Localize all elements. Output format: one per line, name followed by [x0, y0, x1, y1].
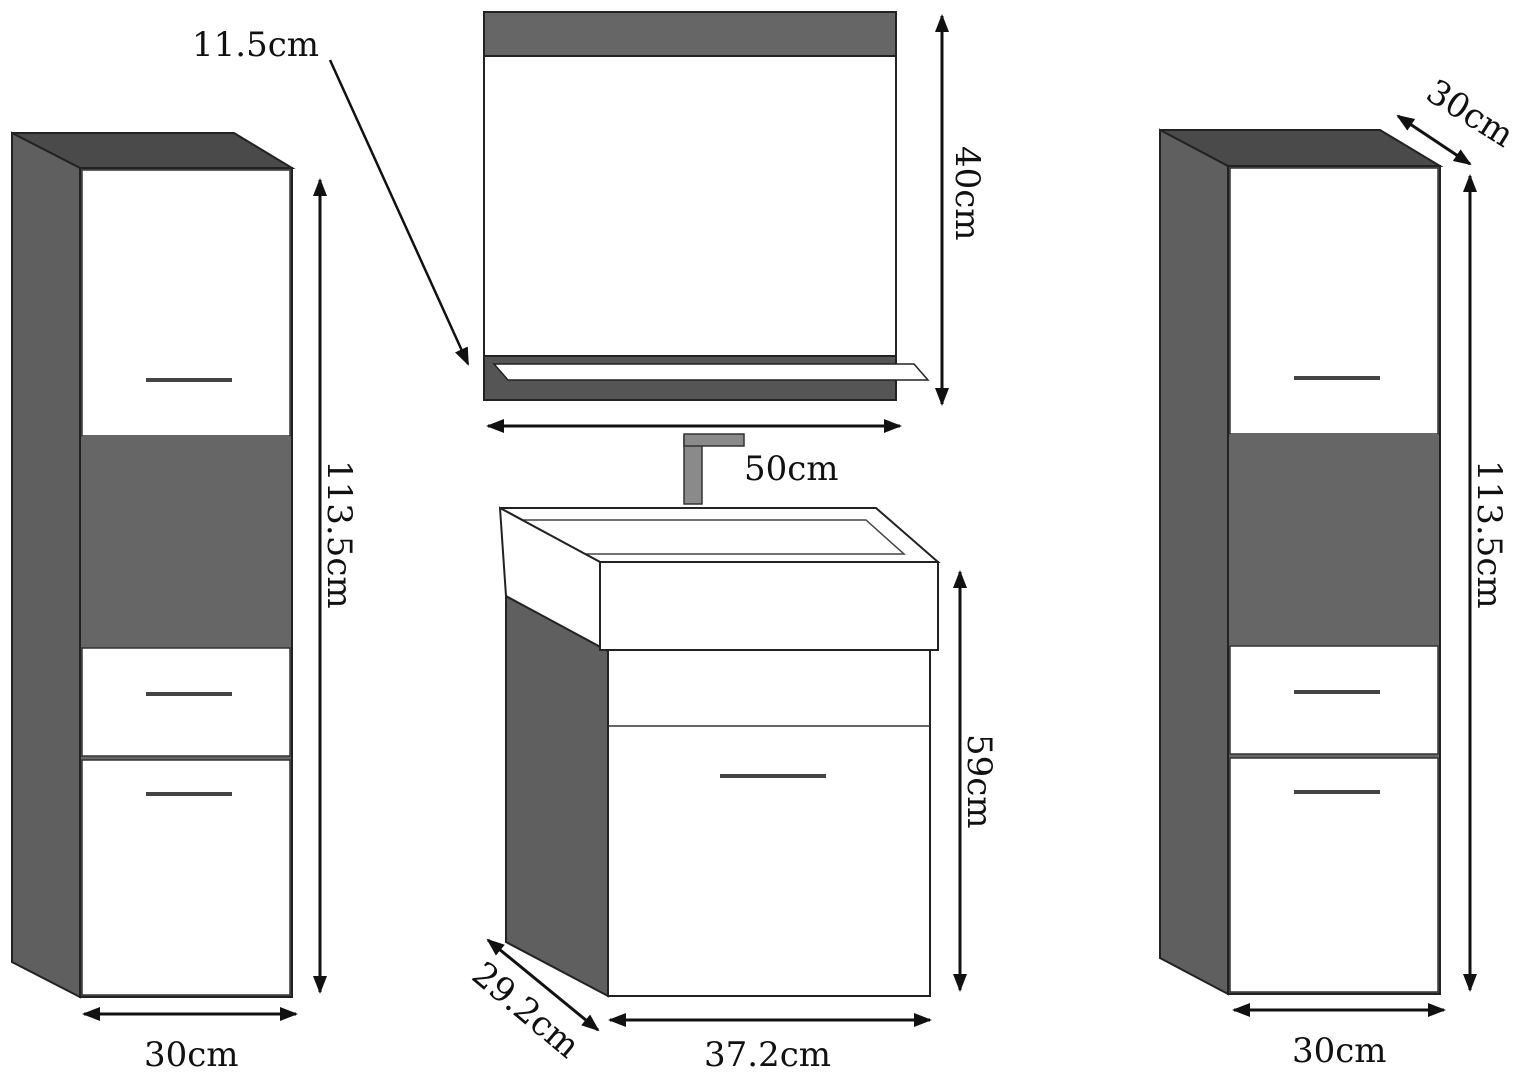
right-cabinet-depth-label: 30cm	[1419, 72, 1520, 156]
right-cabinet-depth-arrow	[1396, 114, 1472, 166]
mirror-width-label: 50cm	[744, 449, 839, 489]
left-tall-cabinet	[11, 131, 296, 999]
sink-front	[599, 561, 939, 651]
vanity-depth-arrow	[486, 938, 600, 1032]
right-tall-cabinet	[1159, 128, 1444, 996]
mirror-unit	[483, 11, 930, 401]
left-cabinet-width-label: 30cm	[144, 1035, 239, 1075]
right-cabinet-width-label: 30cm	[1292, 1031, 1387, 1071]
right-cabinet-open-shelf	[1230, 434, 1438, 646]
faucet-lever	[683, 433, 745, 447]
left-cabinet-lower-door	[81, 759, 291, 996]
mirror-glass	[483, 55, 897, 357]
right-cabinet-drawer	[1229, 645, 1439, 755]
left-cabinet-drawer	[81, 647, 291, 757]
vanity-body	[607, 649, 931, 997]
right-cabinet-side	[1159, 128, 1229, 996]
left-cabinet-upper-door	[81, 169, 291, 437]
vanity-height-label: 59cm	[959, 734, 999, 829]
mirror-depth-label: 11.5cm	[192, 25, 319, 65]
left-cabinet-height-label: 113.5cm	[319, 460, 359, 609]
mirror-depth-arrow	[328, 59, 470, 366]
right-cabinet-lower-door	[1229, 757, 1439, 993]
sink-basin	[519, 519, 906, 555]
vanity-side	[505, 594, 609, 998]
right-cabinet-height-label: 113.5cm	[1469, 460, 1509, 609]
vanity-unit	[498, 506, 941, 998]
right-cabinet-upper-door	[1229, 167, 1439, 435]
left-cabinet-side	[11, 131, 81, 999]
mirror-glass-shelf	[492, 363, 930, 381]
left-cabinet-open-shelf	[82, 436, 290, 648]
vanity-width-label: 37.2cm	[704, 1035, 831, 1075]
mirror-top-light-bar	[483, 11, 897, 57]
faucet	[683, 433, 745, 505]
mirror-height-label: 40cm	[947, 146, 987, 241]
